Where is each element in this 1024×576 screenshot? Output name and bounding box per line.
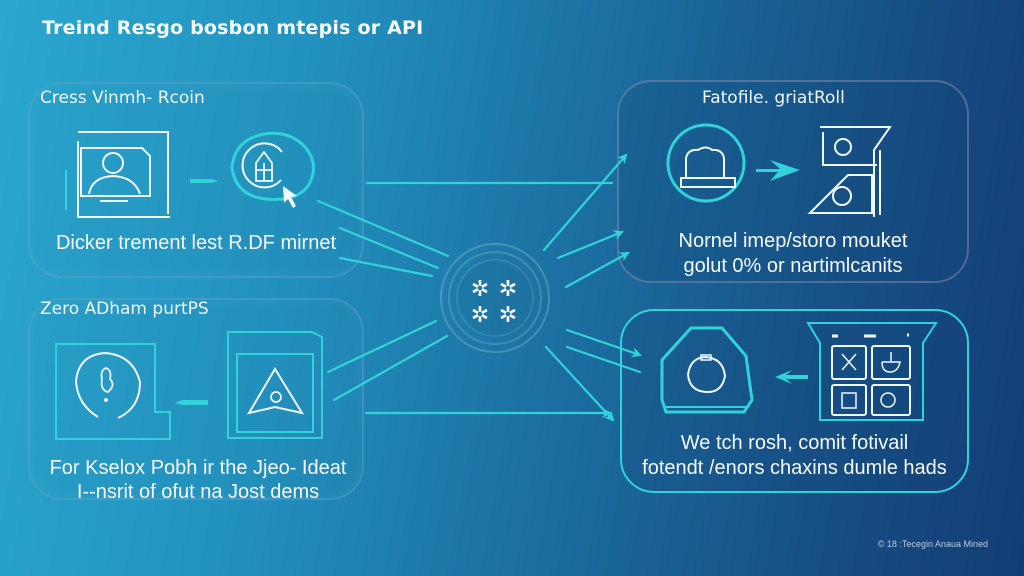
svg-text:✲: ✲	[499, 303, 517, 328]
connector-line	[565, 328, 642, 358]
connector-line	[332, 334, 449, 402]
cursor-icon	[283, 186, 297, 208]
triangle-document-icon	[227, 331, 323, 439]
connector-line	[326, 319, 438, 374]
arrow-right-icon	[756, 160, 800, 181]
connector-line	[565, 345, 642, 374]
svg-text:✲: ✲	[471, 303, 489, 328]
panel-top-right	[617, 80, 969, 283]
arrow-left-icon	[175, 400, 208, 405]
user-profile-icon	[65, 131, 170, 218]
panel-bottom-right	[620, 309, 969, 493]
panel-bottom-left-label: Zero ADham purtPS	[40, 299, 209, 319]
panel-top-left-label: Cress Vinmh- Rcoin	[40, 88, 205, 108]
app-grid-box-icon	[806, 322, 938, 421]
panel-top-right-text-line-2: golut 0% or nartimlcanits	[683, 255, 903, 277]
search-home-icon	[230, 131, 315, 201]
panel-top-right-label: Fatofile. griatRoll	[702, 88, 845, 108]
panel-top-left-text-line-1: Dicker trement lest R.DF mirnet	[55, 232, 337, 254]
arrow-right-icon	[190, 179, 218, 183]
connector-line	[542, 153, 628, 252]
panel-bottom-right-text-line-1: We tch rosh, comit fotivail	[680, 432, 909, 454]
page-title: Treind Resgo bosbon mtepis or API	[42, 17, 424, 39]
svg-text:✲: ✲	[471, 277, 489, 302]
connector-line	[316, 199, 450, 258]
panel-top-right-text-line-1: Nornel imep/storo mouket	[678, 230, 908, 252]
snowflake-cluster-icon: ✲✲ ✲✲	[471, 277, 517, 328]
folder-split-icon	[807, 126, 892, 217]
panel-bottom-left-text-line-2: I--nsrit of ofut na Jost dems	[76, 481, 320, 503]
connector-line	[338, 256, 434, 278]
connector-line	[544, 345, 615, 422]
connector-line	[556, 230, 624, 260]
central-hub: ✲✲ ✲✲	[440, 243, 550, 353]
svg-text:✲: ✲	[499, 277, 517, 302]
footer-credit: © 18 :Tecegin Anaua Mined	[877, 539, 988, 549]
connector-line	[338, 226, 440, 270]
server-circle-icon	[666, 123, 746, 203]
arrow-left-icon	[775, 370, 808, 384]
panel-bottom-left-text-line-1: For Kselox Pobh ir the Jjeo- Ideat	[49, 457, 347, 479]
connector-lines	[316, 153, 642, 422]
connector-line	[564, 251, 630, 289]
panel-bottom-right-text-line-2: fotendt /enors chaxins dumle hads	[642, 457, 947, 479]
gear-circle-icon	[55, 343, 171, 440]
octagon-device-icon	[660, 326, 754, 414]
